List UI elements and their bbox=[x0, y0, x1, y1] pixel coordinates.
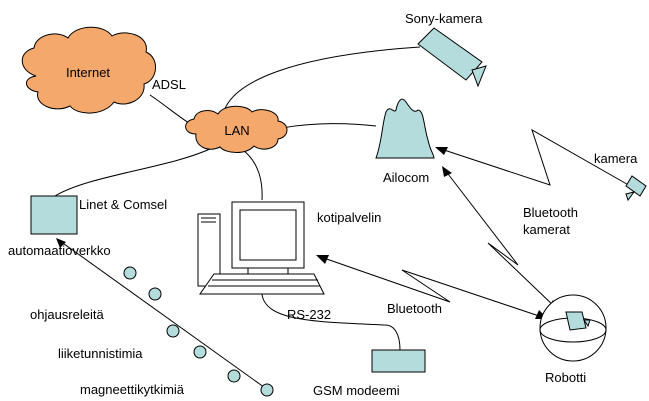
gsm-modem-box bbox=[371, 349, 426, 373]
lan-server-link bbox=[242, 149, 263, 201]
automation-item-magnetic-switches: magneettikytkimiä bbox=[80, 382, 185, 397]
arrow-head-ailocom-1 bbox=[442, 166, 452, 177]
rs232-label: RS-232 bbox=[287, 307, 331, 322]
sony-camera-label: Sony-kamera bbox=[405, 11, 483, 26]
home-server-label: kotipalvelin bbox=[317, 210, 381, 225]
lan-ailocom-link bbox=[281, 123, 377, 129]
adsl-label: ADSL bbox=[152, 77, 186, 92]
chain-node-2 bbox=[148, 287, 162, 301]
chain-node-6 bbox=[260, 383, 274, 397]
bluetooth-server-robot-link bbox=[317, 255, 546, 319]
internet-label: Internet bbox=[66, 65, 110, 80]
camera-label: kamera bbox=[594, 151, 638, 166]
bluetooth-ailocom-camera-link bbox=[437, 128, 633, 188]
bluetooth-cameras-label-2: kamerat bbox=[523, 222, 570, 237]
bluetooth-ailocom-robot-link bbox=[444, 169, 557, 309]
lan-sony-link bbox=[221, 46, 421, 121]
ailocom-label: Ailocom bbox=[383, 170, 429, 185]
robot-icon bbox=[539, 294, 607, 362]
automation-network-label: automaatioverkko bbox=[8, 243, 111, 258]
arrow-head-server bbox=[316, 255, 329, 264]
chain-node-4 bbox=[193, 345, 207, 359]
sony-camera-icon bbox=[417, 27, 487, 88]
bluetooth-cameras-label-1: Bluetooth bbox=[523, 205, 578, 220]
ailocom-device-icon bbox=[375, 98, 435, 159]
home-server-computer-icon bbox=[197, 201, 325, 295]
internet-cloud bbox=[21, 26, 156, 114]
gsm-modem-label: GSM modeemi bbox=[313, 383, 400, 398]
lan-cloud bbox=[185, 105, 288, 153]
bluetooth-label: Bluetooth bbox=[387, 301, 442, 316]
automation-device-box bbox=[30, 195, 78, 235]
arrow-head-ailocom-2 bbox=[435, 147, 448, 155]
chain-node-1 bbox=[123, 266, 137, 280]
camera-icon bbox=[625, 175, 647, 202]
rs232-link bbox=[261, 293, 401, 351]
automation-chain-link bbox=[59, 240, 269, 391]
chain-node-5 bbox=[227, 369, 241, 383]
robot-label: Robotti bbox=[545, 370, 586, 385]
chain-node-3 bbox=[166, 324, 180, 338]
automation-device-label: Linet & Comsel bbox=[79, 197, 167, 212]
automation-item-motion-sensors: liiketunnistimia bbox=[58, 346, 143, 361]
lan-label: LAN bbox=[224, 123, 249, 138]
arrow-head-automation bbox=[56, 238, 66, 248]
lan-automation-link bbox=[54, 147, 213, 197]
automation-item-relays: ohjausreleitä bbox=[30, 307, 104, 322]
